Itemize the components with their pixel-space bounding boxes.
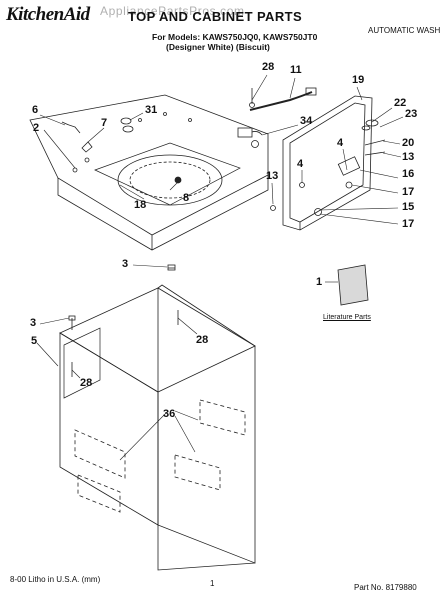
callout-18: 18 [134,199,147,211]
model-line: For Models: KAWS750JQ0, KAWS750JT0 [152,32,318,42]
callout-31: 31 [145,104,158,116]
washer-lid [282,95,373,231]
product-type-label: AUTOMATIC WASHER [368,26,440,35]
footer-litho: 8-00 Litho in U.S.A. (mm) [10,575,101,584]
footer-page-number: 1 [210,579,215,588]
washer-top-panel [29,94,269,251]
callout-7: 7 [101,117,108,129]
callout-17b: 17 [402,218,415,230]
callout-20: 20 [402,137,415,149]
callout-4b: 4 [297,158,304,170]
callout-6: 6 [32,104,39,116]
variant-line: (Designer White) (Biscuit) [166,42,270,52]
callout-15: 15 [402,201,415,213]
callout-4a: 4 [337,137,344,149]
callout-22: 22 [394,97,407,109]
callout-leader-lines [36,74,404,461]
callout-1: 1 [316,276,323,288]
callout-16: 16 [402,168,415,180]
page-title: TOP AND CABINET PARTS [128,9,303,24]
callout-13b: 13 [266,170,279,182]
literature-booklet [337,264,369,306]
callout-13a: 13 [402,151,415,163]
watermark-text: AppliancePartsPros.com [100,4,245,18]
callout-28c: 28 [80,377,93,389]
callout-23: 23 [405,108,418,120]
callout-28a: 28 [262,61,275,73]
callout-34: 34 [300,115,313,127]
lid-switch-harness [237,87,317,148]
callout-17a: 17 [402,186,415,198]
footer-part-number: Part No. 8179880 [354,583,417,592]
callout-11: 11 [290,64,302,76]
callout-36: 36 [163,408,176,420]
brand-logo: KitchenAid [6,4,90,25]
washer-cabinet [59,284,256,571]
access-panel-outlines [74,399,246,513]
callout-19: 19 [352,74,365,86]
callout-3a: 3 [122,258,129,270]
top-small-parts [61,117,134,163]
callout-3b: 3 [30,317,37,329]
callout-28b: 28 [196,334,209,346]
literature-parts-label: Literature Parts [323,314,371,321]
callout-8: 8 [183,192,190,204]
callout-5: 5 [31,335,38,347]
lid-hinge-parts [270,119,386,216]
callout-2: 2 [33,122,40,134]
